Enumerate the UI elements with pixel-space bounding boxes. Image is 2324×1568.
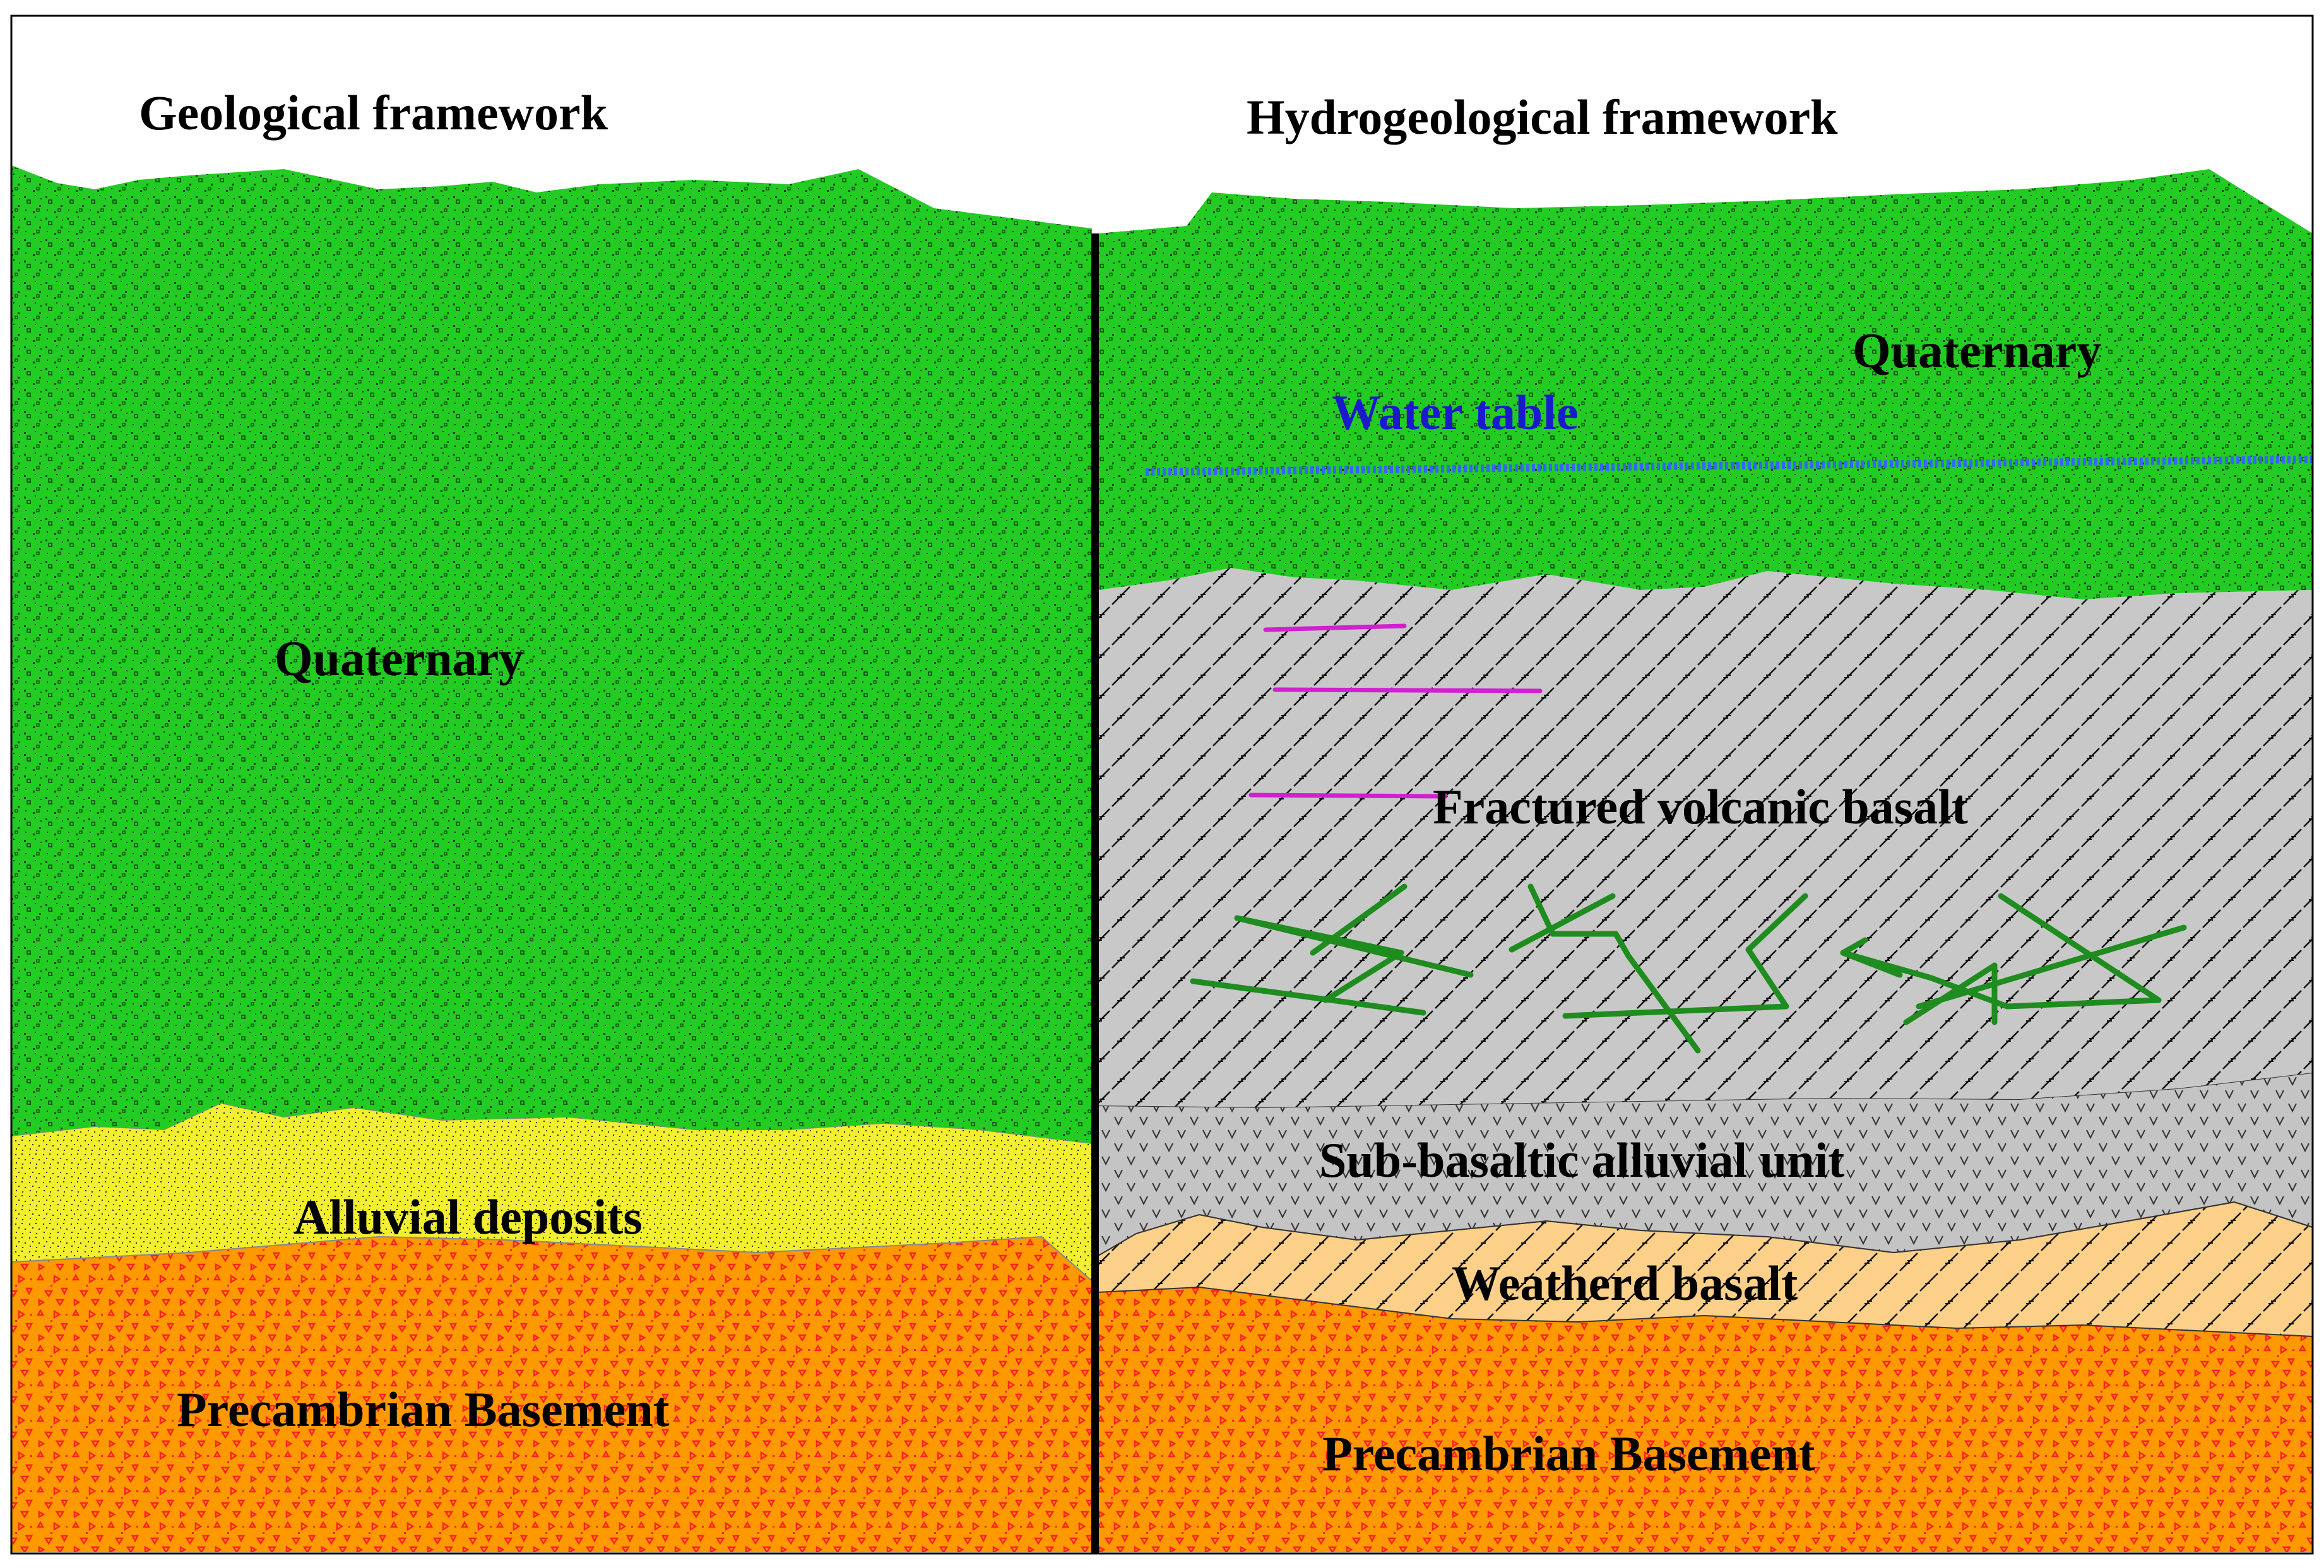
left-quaternary-label: Quaternary [275,631,523,686]
water-table-label: Water table [1332,385,1579,440]
hydrogeological-framework-title: Hydrogeological framework [1247,90,1838,144]
left-alluvial-label: Alluvial deposits [293,1189,643,1244]
geological-framework-title: Geological framework [139,85,608,140]
weathered-basalt-label: Weatherd basalt [1452,1256,1798,1311]
right-fractured-basalt-layer [1098,568,2313,1107]
right-basement-label: Precambrian Basement [1322,1426,1815,1481]
right-quaternary-layer [1098,169,2313,599]
fracture-network [1190,883,2187,1054]
left-quaternary-layer [11,165,1092,1143]
left-basement-layer [11,1237,1092,1552]
diagram-frame [10,15,2314,1555]
left-basement-label: Precambrian Basement [177,1382,670,1437]
hydrogeological-panel [1098,169,2313,1552]
fractured-basalt-label: Fractured volcanic basalt [1433,779,1968,834]
right-basement-layer [1098,1287,2313,1552]
sub-basaltic-label: Sub-basaltic alluvial unit [1319,1133,1844,1188]
horizontal-fractures [1248,623,1543,799]
water-table-line [1145,456,2313,476]
geological-panel [11,165,1093,1552]
right-quaternary-label: Quaternary [1853,323,2101,378]
